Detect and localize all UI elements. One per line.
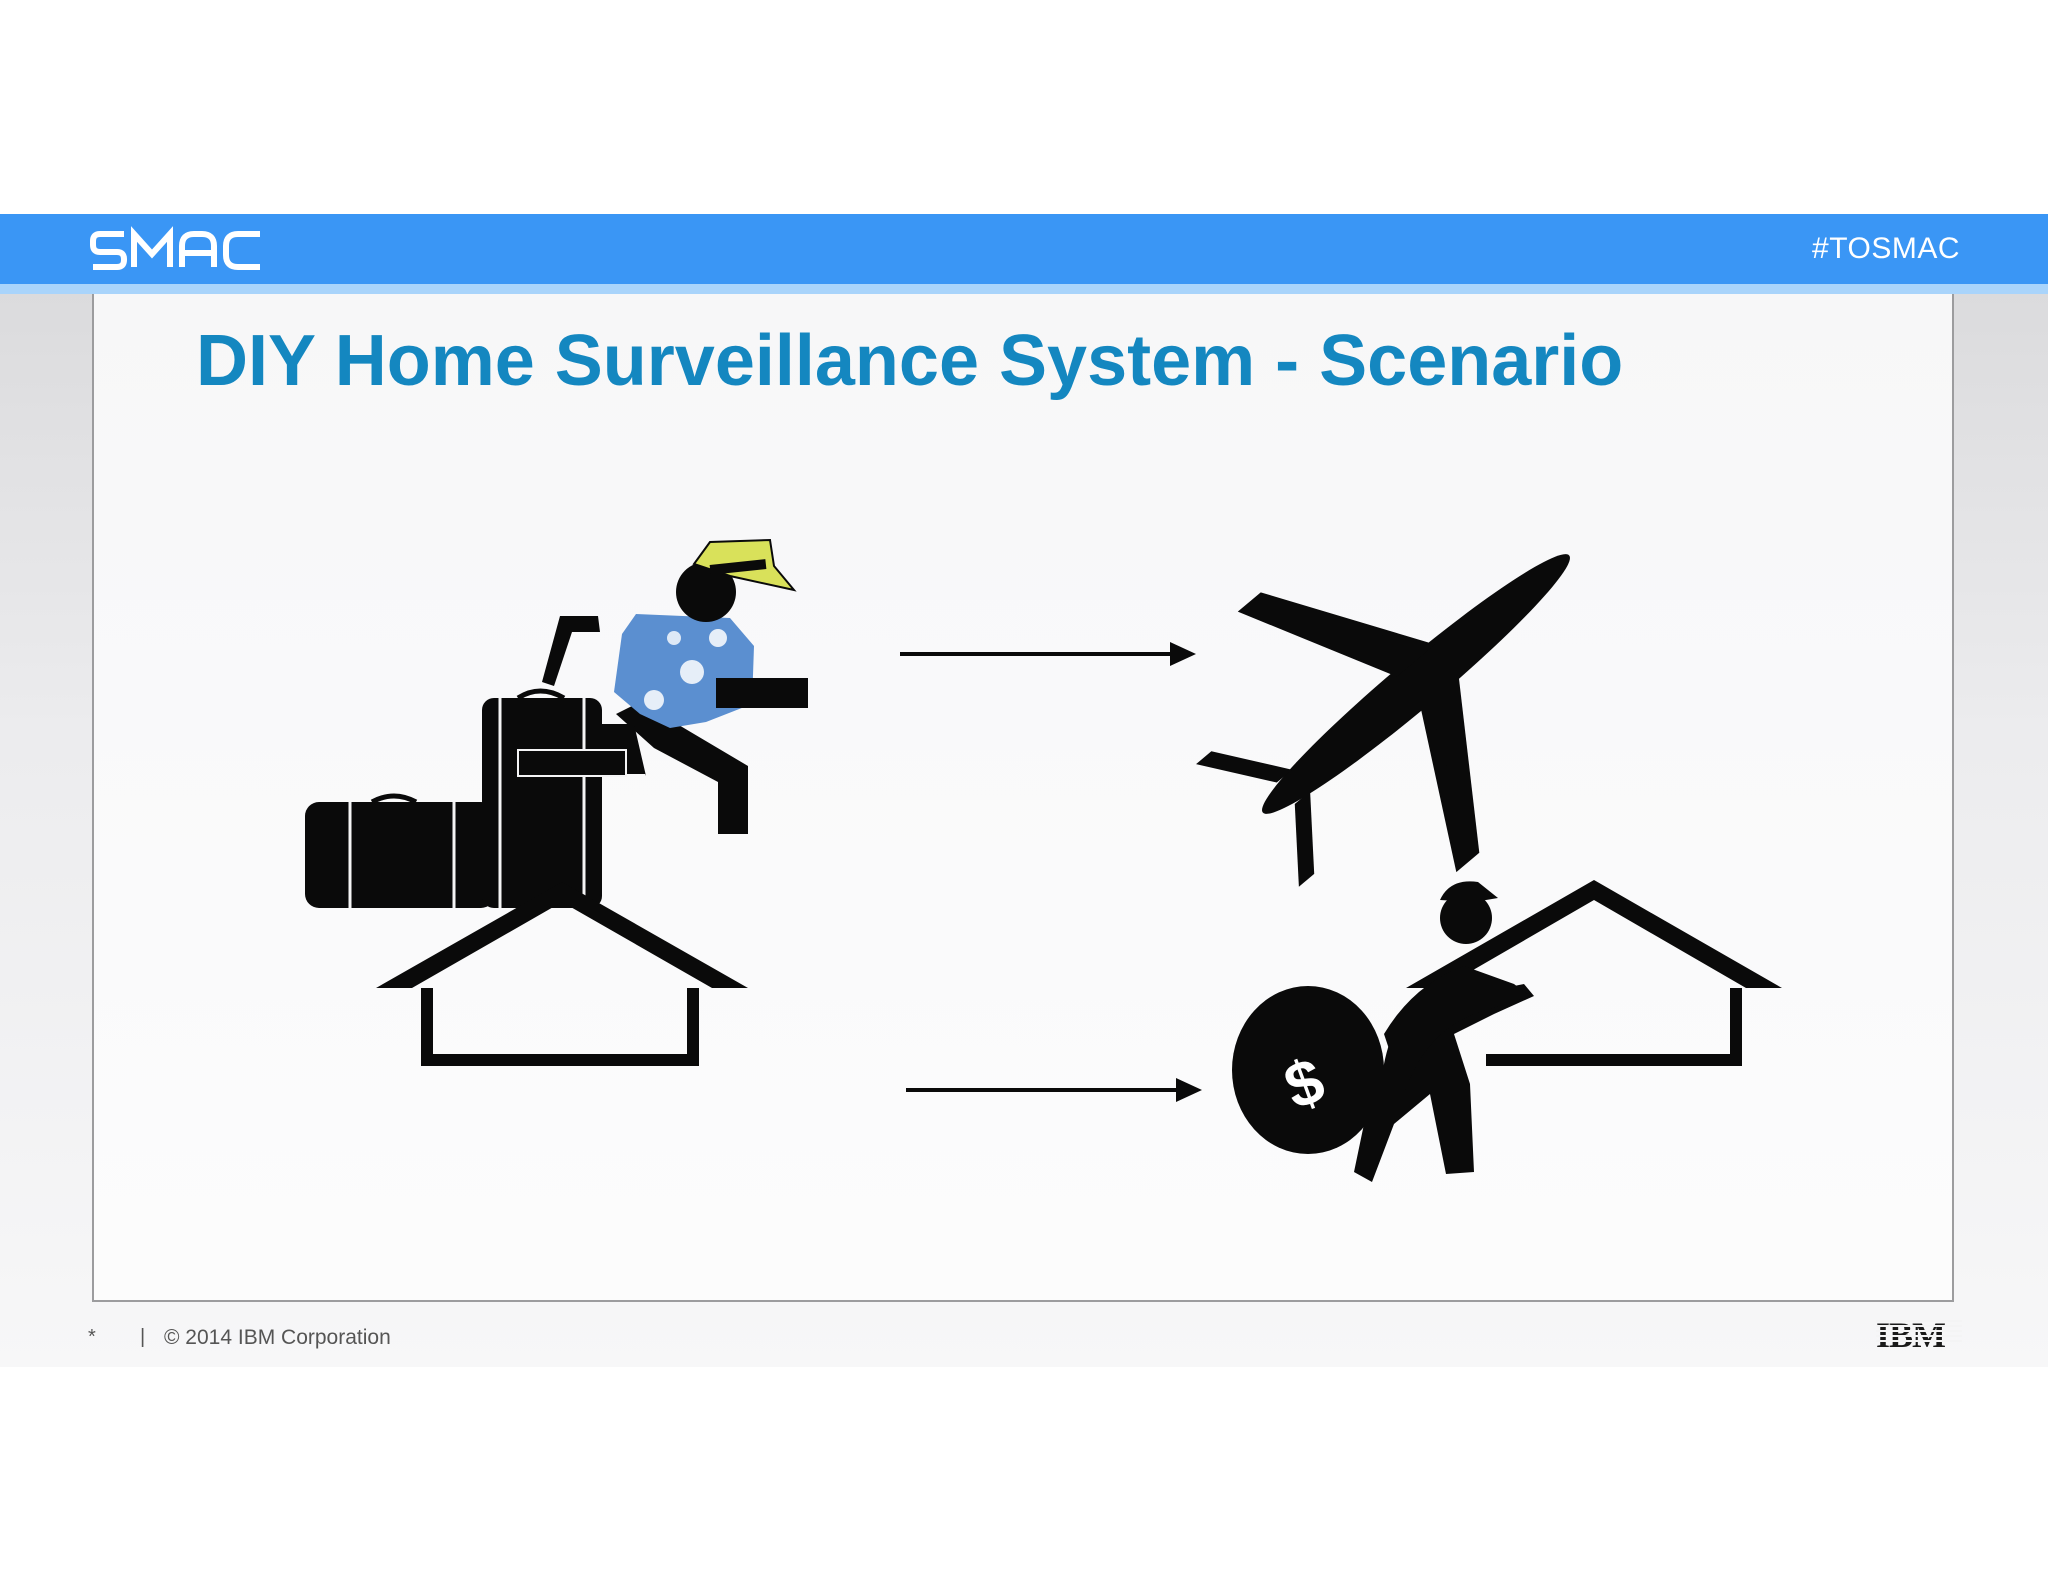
- content-panel: DIY Home Surveillance System - Scenario: [92, 294, 1954, 1302]
- burglar-with-money-bag-icon: $: [1232, 880, 1782, 1182]
- traveler-with-luggage-icon: [305, 538, 808, 908]
- arrow-right-icon: [900, 642, 1196, 666]
- header-stripe: [0, 284, 2048, 294]
- scenario-illustration: $: [305, 538, 1782, 1182]
- smac-logo: [90, 226, 260, 270]
- footer-separator: |: [140, 1326, 146, 1348]
- ibm-logo: IBM: [1876, 1315, 1962, 1352]
- slide-title: DIY Home Surveillance System - Scenario: [196, 321, 1624, 401]
- footer-copyright: © 2014 IBM Corporation: [164, 1326, 391, 1349]
- house-icon: [376, 882, 748, 1066]
- hashtag-label: #TOSMAC: [1812, 232, 1960, 265]
- arrow-right-icon: [906, 1078, 1202, 1102]
- footer-marker: *: [88, 1326, 96, 1348]
- header-bar: #TOSMAC: [0, 214, 2048, 284]
- slide: #TOSMAC DIY Home Surveillance System - S…: [0, 214, 2048, 1367]
- airplane-icon: [1196, 554, 1570, 887]
